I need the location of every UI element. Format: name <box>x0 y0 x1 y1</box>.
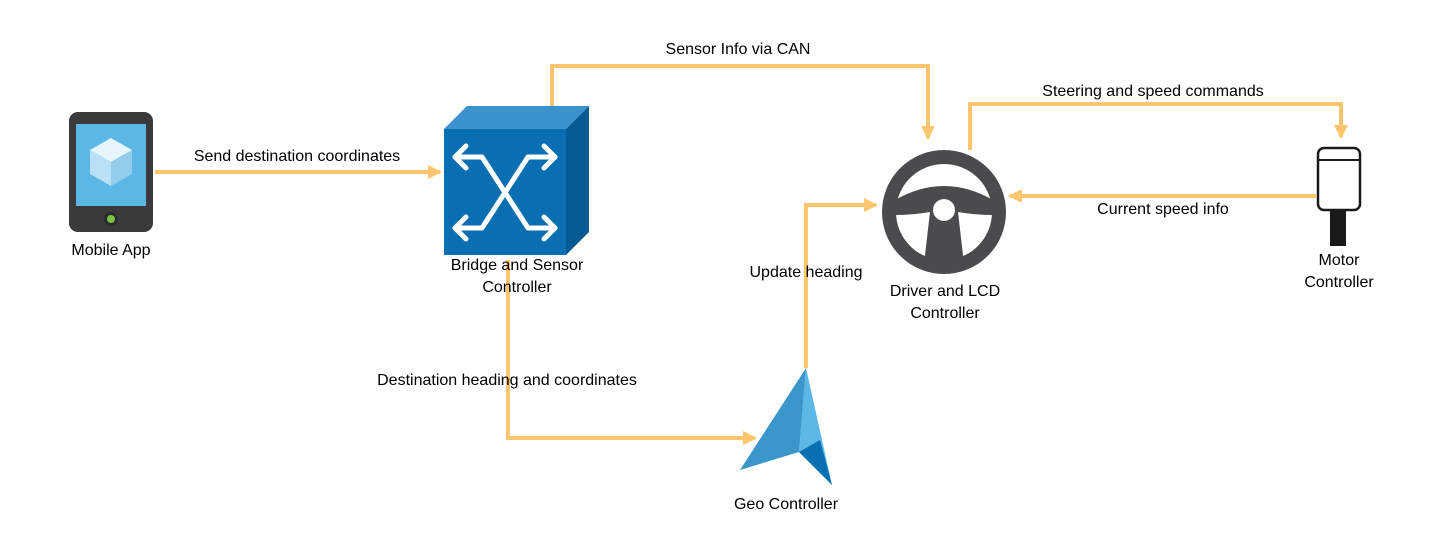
label-update-heading: Update heading <box>750 264 863 281</box>
geo-controller-label: Geo Controller <box>734 496 839 513</box>
label-steering-speed: Steering and speed commands <box>1042 83 1263 100</box>
steering-wheel-icon <box>882 150 1006 274</box>
bridge-sensor-controller-node: Bridge and Sensor Controller <box>444 106 589 296</box>
label-send-destination: Send destination coordinates <box>194 148 400 165</box>
connector-update-heading <box>804 198 878 368</box>
motor-controller-node: Motor Controller <box>1304 146 1374 291</box>
connector-steering-speed <box>968 102 1348 150</box>
driver-lcd-controller-node: Driver and LCD Controller <box>882 150 1006 322</box>
geo-controller-node: Geo Controller <box>734 368 839 513</box>
driver-lcd-label-line2: Controller <box>910 305 980 322</box>
edge-labels: Send destination coordinates Sensor Info… <box>194 41 1264 389</box>
motor-label-line2: Controller <box>1304 274 1374 291</box>
connector-destination-heading <box>506 260 757 445</box>
bridge-sensor-label-line1: Bridge and Sensor <box>451 257 584 274</box>
navigation-arrow-icon <box>740 368 832 485</box>
mobile-app-node: Mobile App <box>69 112 153 259</box>
driver-lcd-label-line1: Driver and LCD <box>890 283 1000 300</box>
label-sensor-info: Sensor Info via CAN <box>666 41 811 58</box>
connectors <box>155 64 1348 445</box>
motor-label-line1: Motor <box>1319 252 1361 269</box>
network-switch-icon <box>444 106 589 255</box>
mobile-phone-icon <box>69 112 153 232</box>
label-current-speed: Current speed info <box>1097 201 1229 218</box>
motor-icon <box>1316 146 1362 246</box>
connector-sensor-info <box>550 64 935 140</box>
label-destination-heading: Destination heading and coordinates <box>377 372 637 389</box>
bridge-sensor-label-line2: Controller <box>482 279 552 296</box>
mobile-app-label: Mobile App <box>71 242 150 259</box>
